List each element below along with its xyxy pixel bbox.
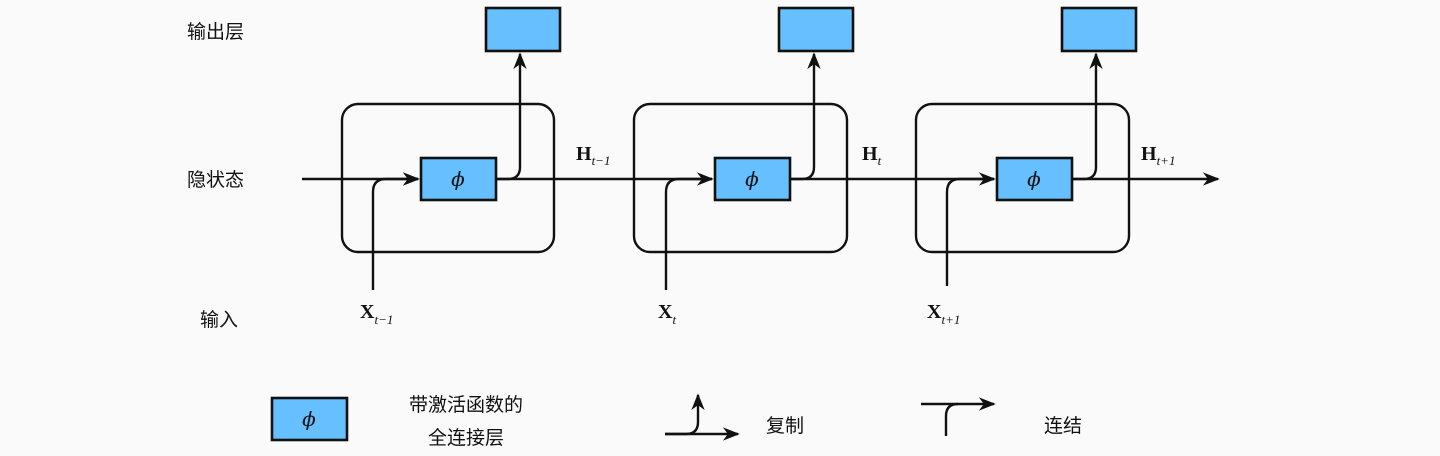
activation-fc-box: [995, 156, 1074, 202]
output-layer-box: [777, 6, 855, 53]
phi-symbol: ϕ: [745, 167, 759, 191]
input-label-x: Xt+1: [927, 301, 960, 327]
hidden-state-label: 隐状态: [187, 169, 244, 191]
time-step-1: ϕ Ht−1 Xt−1: [340, 6, 712, 327]
phi-symbol: ϕ: [1027, 167, 1041, 191]
copy-to-output-arrow: [791, 52, 821, 181]
hidden-state-label-h: Ht−1: [576, 143, 610, 168]
legend-fc-box: [270, 396, 349, 442]
concat-arrow: [371, 172, 420, 290]
time-step-2: ϕ Ht Xt: [632, 6, 994, 327]
output-layer-label: 输出层: [187, 21, 244, 43]
legend-copy-label: 复制: [766, 415, 804, 437]
copy-to-output-arrow: [1073, 52, 1103, 181]
legend-phi-symbol: ϕ: [302, 407, 316, 431]
hidden-state-label-h: Ht+1: [1141, 143, 1175, 168]
input-label-x: Xt: [658, 301, 676, 327]
copy-to-output-arrow: [497, 52, 527, 181]
legend-fc-label-line2: 全连接层: [428, 427, 504, 449]
time-step-3: ϕ Ht+1 Xt+1: [914, 6, 1220, 327]
activation-fc-box: [419, 156, 498, 202]
phi-symbol: ϕ: [451, 167, 465, 191]
legend-concat-label: 连结: [1044, 415, 1082, 437]
concat-arrow: [664, 172, 714, 290]
legend-fc-label-line1: 带激活函数的: [409, 394, 523, 416]
concat-arrow: [945, 172, 996, 286]
output-layer-box: [1060, 6, 1138, 53]
input-label: 输入: [200, 309, 238, 331]
input-label-x: Xt−1: [360, 301, 393, 327]
copy-icon: [665, 393, 705, 436]
output-layer-box: [484, 6, 562, 53]
legend: ϕ 带激活函数的 全连接层 复制 连结: [270, 393, 1082, 449]
concat-icon: [944, 402, 959, 436]
hidden-state-label-h: Ht: [862, 143, 882, 168]
activation-fc-box: [713, 156, 792, 202]
